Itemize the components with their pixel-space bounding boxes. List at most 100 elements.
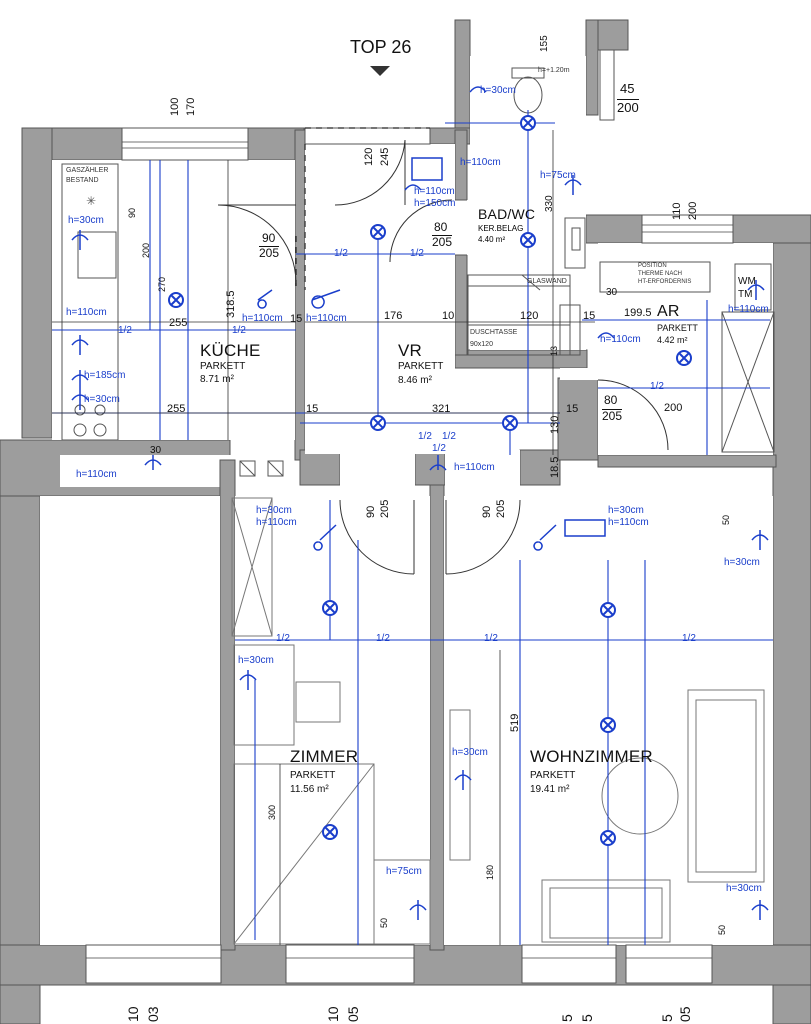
door-dim-bottom: 205 bbox=[495, 499, 507, 518]
window-dim-bottom: 245 bbox=[379, 147, 391, 166]
wall-bottom-left bbox=[0, 439, 41, 1024]
door-dim-top: 80 bbox=[604, 393, 618, 407]
window-dim-top: 45 bbox=[620, 81, 635, 96]
dim-label: 15 bbox=[583, 310, 596, 322]
wall-bad-right bbox=[585, 19, 599, 116]
window-dim-top: 100 bbox=[169, 97, 181, 116]
title-arrow-icon bbox=[370, 66, 390, 76]
dim-label: 30 bbox=[150, 445, 162, 456]
room-floor-zimmer: PARKETT bbox=[290, 770, 336, 781]
dim-label: 255 bbox=[167, 403, 186, 415]
room-area-ar: 4.42 m² bbox=[657, 335, 688, 345]
room-area-wohnzimmer: 19.41 m² bbox=[530, 784, 570, 795]
fraction-label: 1/2 bbox=[442, 431, 456, 442]
fraction-label: 1/2 bbox=[682, 633, 696, 644]
lamp-wohn3 bbox=[600, 830, 616, 846]
lamp-zimmer1 bbox=[322, 600, 338, 616]
height-label: h=110cm bbox=[242, 313, 283, 324]
bottom-dim: 05 bbox=[345, 1006, 361, 1022]
height-label: h=30cm bbox=[480, 85, 516, 96]
room-name-bad: BAD/WC bbox=[478, 206, 536, 222]
wall-zimmer-left bbox=[219, 459, 236, 951]
gas-meter-icon: ✳ bbox=[86, 194, 96, 208]
dim-label: 200 bbox=[664, 402, 683, 414]
fraction-label: 1/2 bbox=[410, 248, 424, 259]
height-label: h=110cm bbox=[454, 462, 495, 473]
fraction-label: 1/2 bbox=[484, 633, 498, 644]
room-floor-bad: KER.BELAG bbox=[478, 224, 524, 233]
height-label: h=30cm bbox=[238, 655, 274, 666]
fraction-label: 1/2 bbox=[650, 381, 664, 392]
glaswand-note: GLASWAND bbox=[527, 278, 567, 285]
lamp-bad2 bbox=[520, 232, 536, 248]
lamp-bad1 bbox=[520, 115, 536, 131]
height-label: h=75cm bbox=[540, 170, 576, 181]
lamp-vr2 bbox=[370, 415, 386, 431]
height-label: h=30cm bbox=[256, 505, 292, 516]
door-dim-bottom: 205 bbox=[259, 246, 280, 260]
height-label: h=30cm bbox=[726, 883, 762, 894]
height-label: h=110cm bbox=[608, 517, 649, 528]
window-dim-bottom: 200 bbox=[617, 99, 639, 115]
room-area-bad: 4.40 m² bbox=[478, 235, 506, 244]
height-label: h=30cm bbox=[84, 394, 120, 405]
height-label: h=30cm bbox=[68, 215, 104, 226]
dim-label: 270 bbox=[157, 276, 167, 292]
wm-label: WM bbox=[738, 276, 756, 287]
wall-ar-left bbox=[557, 377, 599, 461]
dim-label: 330 bbox=[544, 195, 555, 212]
lamp-zimmer2 bbox=[322, 824, 338, 840]
bottom-dim: 5 bbox=[579, 1014, 595, 1022]
wall-kueche-vr bbox=[294, 129, 306, 461]
dim-label: 13 bbox=[549, 345, 559, 356]
fraction-label: 1/2 bbox=[232, 325, 246, 336]
room-name-ar: AR bbox=[657, 303, 680, 320]
dim-label: 180 bbox=[485, 864, 495, 880]
height-label: h=30cm bbox=[724, 557, 760, 568]
dim-label: 300 bbox=[267, 804, 277, 820]
therme-note: POSITION THERME NACH HT-ERFORDERNIS bbox=[638, 263, 692, 285]
room-floor-ar: PARKETT bbox=[657, 323, 698, 333]
dim-label: 50 bbox=[379, 917, 389, 928]
wall-ar-top bbox=[585, 214, 643, 244]
height-label: h=110cm bbox=[414, 186, 455, 197]
bottom-dim: 10 bbox=[325, 1006, 341, 1022]
lamp-vr1 bbox=[370, 224, 386, 240]
dim-label: 10 bbox=[442, 310, 455, 322]
dim-label: 50 bbox=[717, 924, 727, 935]
dim-label: 30 bbox=[606, 287, 618, 298]
dim-label: 321 bbox=[432, 403, 451, 415]
wall-right bbox=[772, 242, 811, 1024]
fraction-label: 1/2 bbox=[376, 633, 390, 644]
gas-meter-note: GASZÄHLER BESTAND bbox=[66, 167, 109, 184]
fraction-label: 1/2 bbox=[276, 633, 290, 644]
h-note: h=+1.20m bbox=[538, 67, 570, 74]
dim-label: 18.5 bbox=[549, 456, 561, 478]
door-dim-bottom: 205 bbox=[602, 409, 623, 423]
height-label: h=150cm bbox=[414, 198, 456, 209]
bottom-dim: 05 bbox=[677, 1006, 693, 1022]
dim-label: 199.5 bbox=[624, 307, 652, 319]
duschtasse-size: 90x120 bbox=[470, 341, 493, 348]
wall-vr-bottom-right bbox=[519, 449, 561, 486]
dim-label: 318.5 bbox=[225, 290, 237, 318]
height-label: h=110cm bbox=[76, 469, 117, 480]
fraction-label: 1/2 bbox=[334, 248, 348, 259]
dim-label: 255 bbox=[169, 317, 188, 329]
dim-label: 519 bbox=[509, 713, 521, 732]
height-label: h=110cm bbox=[306, 313, 347, 324]
fraction-label: 1/2 bbox=[418, 431, 432, 442]
bottom-dim: 03 bbox=[145, 1006, 161, 1022]
door-dim-top: 80 bbox=[434, 220, 448, 234]
height-label: h=110cm bbox=[256, 517, 297, 528]
height-label: h=185cm bbox=[84, 370, 126, 381]
lamp-wohn1 bbox=[600, 602, 616, 618]
door-dim-top: 90 bbox=[481, 505, 493, 518]
bottom-dim: 10 bbox=[125, 1006, 141, 1022]
dim-label: 15 bbox=[290, 313, 303, 325]
room-area-vr: 8.46 m² bbox=[398, 375, 432, 386]
dim-label: 90 bbox=[127, 207, 137, 218]
wall-top-right bbox=[597, 19, 629, 51]
lamp-ar bbox=[676, 350, 692, 366]
